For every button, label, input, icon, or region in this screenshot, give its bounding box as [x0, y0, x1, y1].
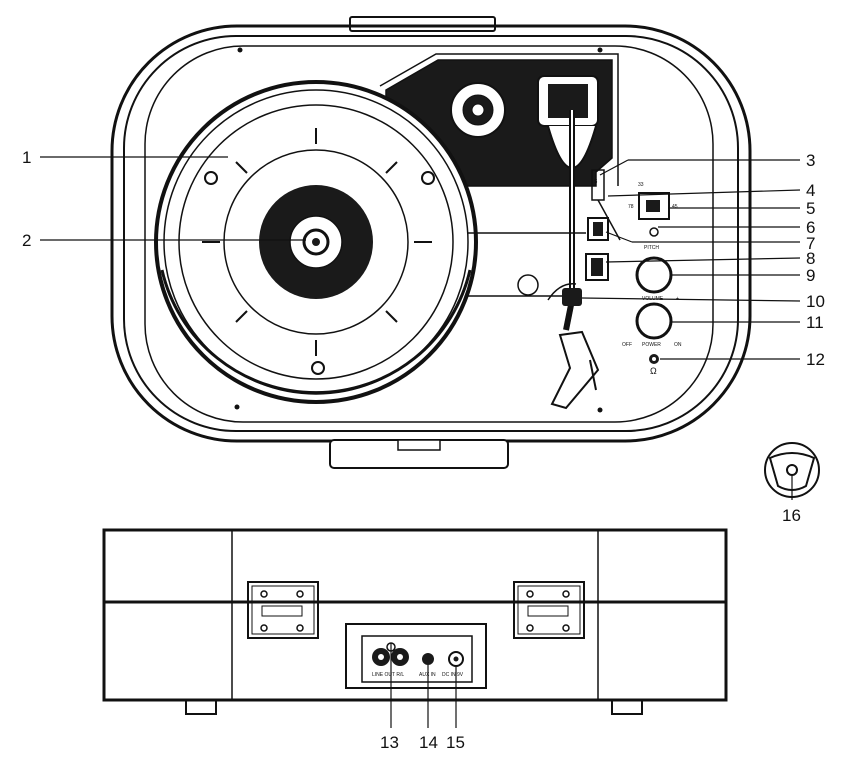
- speed-78: 78: [628, 204, 634, 210]
- arm-rest-bracket: [547, 283, 577, 301]
- platter-screw: [204, 171, 218, 185]
- switch-8-knob: [591, 258, 603, 276]
- screw: [237, 47, 243, 53]
- speed-45: 45: [672, 204, 678, 210]
- dc-in-label: DC IN 9V: [442, 672, 464, 678]
- leader-lines: [40, 156, 801, 728]
- callout-10: 10: [806, 292, 825, 311]
- leader-10: [581, 297, 801, 302]
- top-handle-tab: [349, 16, 496, 32]
- callout-13: 13: [380, 733, 399, 752]
- deck-recess: [468, 232, 586, 297]
- adjust-hole: [649, 227, 659, 237]
- platter-screw: [421, 171, 435, 185]
- bottom-handle-grip: [397, 439, 441, 451]
- platter-rim-shadow: [160, 269, 472, 395]
- back-view: LINE OUT R/L AUX IN DC IN 9V: [102, 528, 728, 715]
- platter-mat: [178, 104, 454, 380]
- callout-8: 8: [806, 249, 815, 268]
- callout-16: 16: [782, 506, 801, 525]
- rca-right-center: [397, 654, 403, 660]
- dc-jack-center: [453, 656, 459, 662]
- callout-3: 3: [806, 151, 815, 170]
- headphone-symbol: Ω: [650, 366, 657, 376]
- stylus-body: [768, 452, 816, 491]
- callout-1: 1: [22, 148, 31, 167]
- platter-screw: [311, 361, 325, 375]
- callout-4: 4: [806, 181, 815, 200]
- back-case: [102, 528, 728, 702]
- callout-numbers: 1 2 3 4 5 6 7 8 9 10 11 12 13 14 15 16: [22, 148, 825, 752]
- spindle-center: [312, 238, 320, 246]
- speed-33: 33: [638, 182, 644, 188]
- callout-2: 2: [22, 231, 31, 250]
- platter-spokes: [202, 128, 432, 356]
- case-inner: [123, 35, 739, 432]
- volume-knob: [635, 256, 673, 294]
- deck-plate: [144, 45, 714, 423]
- callout-9: 9: [806, 266, 815, 285]
- power-label: POWER: [642, 342, 661, 348]
- hinge-right: [513, 581, 585, 639]
- screw: [597, 407, 603, 413]
- counterweight-inner: [548, 84, 588, 118]
- callout-14: 14: [419, 733, 438, 752]
- platter-inner: [223, 149, 409, 335]
- stylus-detail: [764, 442, 820, 498]
- tonearm-well-frame: [379, 53, 619, 186]
- foot-left: [185, 699, 217, 715]
- callout-12: 12: [806, 350, 825, 369]
- connector-panel: [345, 623, 487, 689]
- stylus-tip: [786, 464, 798, 476]
- arm-rest: [562, 288, 582, 306]
- headshell: [550, 330, 600, 410]
- aux-jack: [422, 653, 434, 665]
- leader-3: [599, 159, 629, 176]
- leader-7: [605, 231, 633, 243]
- callout-6: 6: [806, 218, 815, 237]
- callout-7: 7: [806, 234, 815, 253]
- power-knob: [635, 302, 673, 340]
- screw: [597, 47, 603, 53]
- screw: [234, 404, 240, 410]
- leader-8: [605, 257, 801, 263]
- adapter-holder-center: [471, 103, 485, 117]
- rca-left-center: [378, 654, 384, 660]
- callout-15: 15: [446, 733, 465, 752]
- leader-4: [607, 189, 801, 197]
- power-on: ON: [674, 342, 682, 348]
- headshell-finger: [589, 359, 597, 391]
- speed-selector-knob: [646, 200, 660, 212]
- line-out-label: LINE OUT R/L: [372, 672, 404, 678]
- connector-panel-inner: [361, 635, 473, 683]
- deck-hole: [517, 274, 539, 296]
- hinge-left: [247, 581, 319, 639]
- foot-right: [611, 699, 643, 715]
- callout-11: 11: [806, 313, 824, 332]
- switch-label: PITCH: [644, 245, 659, 251]
- s-mark: S: [594, 179, 598, 185]
- headphone-jack-hole: [652, 357, 656, 361]
- top-view: S 33 78 45 PITCH - VOLUME + OFF POWER ON…: [110, 16, 752, 469]
- switch-7-knob: [593, 222, 603, 236]
- power-off: OFF: [622, 342, 632, 348]
- callout-5: 5: [806, 199, 815, 218]
